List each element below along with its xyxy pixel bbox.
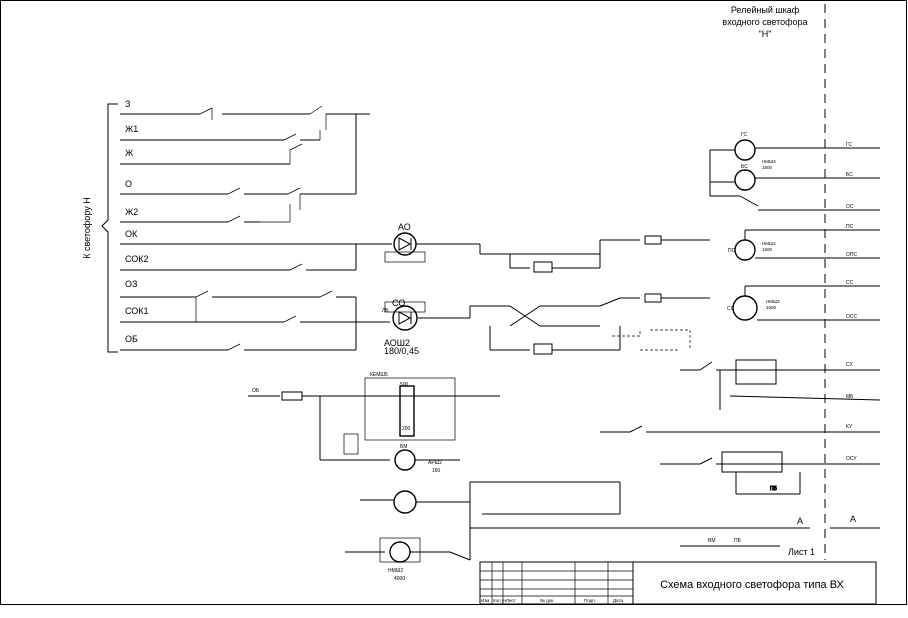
- pe-label: ПБ: [734, 538, 742, 544]
- lamp-ss: [732, 295, 758, 321]
- rbus-su: СУ: [846, 362, 853, 368]
- svg-text:ЛБ: ЛБ: [382, 308, 389, 314]
- kemsh-block: ОБ КЕМШ5 500 200 БМ АРШ2 160: [248, 372, 500, 474]
- relay-label-pg: ПБ: [770, 486, 778, 492]
- rbus-bs: БС: [846, 172, 853, 178]
- rbus-a: А: [850, 514, 856, 524]
- tb-col-data: Дата: [613, 598, 623, 603]
- sheet-label: Лист 1: [788, 547, 815, 557]
- lamp-gs: [734, 139, 756, 161]
- bus-label-o: О: [125, 179, 132, 189]
- rbus-ku: КУ: [846, 424, 853, 430]
- aosh-label: АОШ2: [384, 338, 410, 348]
- cabinet-caption: Релейный шкаф входного светофора "Н": [722, 5, 807, 39]
- ao-device: АО: [384, 222, 480, 263]
- svg-text:1600: 1600: [762, 247, 773, 252]
- nmsh2-relay: НМШ2 4000: [345, 537, 471, 582]
- side-label: К светофору Н: [82, 197, 92, 258]
- tb-col-koluch: Кол.уч: [493, 598, 507, 603]
- kemsh-val-label: 500: [400, 382, 409, 388]
- rbus-ops: ОПС: [846, 252, 857, 258]
- cabinet-caption-line-2: входного светофора: [722, 17, 807, 27]
- left-collectors: [300, 114, 357, 350]
- lamp-ps: [734, 239, 756, 261]
- tb-col-list: Лист: [506, 598, 516, 603]
- co-device-label: СО: [392, 298, 405, 308]
- svg-text:НМШ3: НМШ3: [762, 159, 776, 164]
- node-a-label: А: [797, 516, 803, 526]
- rbus-os: ОС: [846, 204, 854, 210]
- dashed-wire-mid: [612, 329, 691, 351]
- tb-col-doc: № док.: [540, 598, 554, 603]
- aosh-sub: 180/0,45: [384, 346, 419, 356]
- rbus-oss: ОСС: [846, 314, 858, 320]
- bus-label-oz: ОЗ: [125, 279, 137, 289]
- bus-label-ob: ОБ: [125, 334, 138, 344]
- sheet-border: [0, 0, 907, 605]
- crossover-branch: [469, 293, 710, 355]
- bus-label-zh1: Ж1: [125, 124, 138, 134]
- bus-label-zh: Ж: [125, 148, 134, 158]
- arsh-label: АРШ2: [428, 460, 442, 466]
- tb-col-izm: Изм: [481, 598, 489, 603]
- svg-text:НМШ3: НМШ3: [766, 299, 780, 304]
- tb-col-podp: Подп.: [584, 598, 596, 603]
- rbus-gs: ГС: [846, 142, 852, 148]
- rbus-osu: ОСУ: [846, 456, 857, 462]
- rbus-ps: ПС: [846, 224, 854, 230]
- lamp-bs: [734, 169, 756, 191]
- bus-label-ok: ОК: [125, 229, 138, 239]
- svg-text:1600: 1600: [766, 305, 777, 310]
- lamp-bs-label: БС: [741, 164, 748, 170]
- ok-branch: [479, 235, 710, 273]
- left-contacts: [195, 105, 333, 351]
- left-brace: К светофору Н: [82, 103, 118, 353]
- bus-label-zh2: Ж2: [125, 207, 138, 217]
- left-buses: З Ж1 Ж О Ж2 ОК СОК2 ОЗ СОК1 ОБ: [120, 99, 392, 351]
- svg-text:1600: 1600: [762, 165, 773, 170]
- bm-label: БМ: [400, 444, 407, 450]
- lamp-gs-label: ГС: [741, 132, 747, 138]
- kemsh-val2-label: 200: [402, 426, 411, 432]
- vm-label: ВМ: [708, 538, 716, 544]
- cabinet-caption-line-3: "Н": [759, 29, 772, 39]
- bus-label-sok2: СОК2: [125, 254, 149, 264]
- co-device: СО ЛБ АОШ2 180/0,45: [382, 298, 470, 356]
- lamp-ps-label: ПС: [728, 248, 736, 254]
- ao-device-label: АО: [398, 222, 411, 232]
- arsh-sub-label: 160: [432, 468, 441, 474]
- right-lamp-wiring: [709, 147, 880, 321]
- title-block: Изм Кол.уч Лист № док. Подп. Дата Схема …: [479, 561, 877, 605]
- kemsh-label: КЕМШ5: [370, 372, 388, 378]
- lamp-ss-label: СС: [727, 306, 735, 312]
- svg-text:НМШ3: НМШ3: [762, 241, 776, 246]
- bus-label-z: З: [125, 99, 130, 109]
- nmsh2-sub-label: 4000: [394, 576, 405, 582]
- nmsh2-label: НМШ2: [388, 568, 403, 574]
- bus-label-sok1: СОК1: [125, 306, 149, 316]
- cabinet-caption-line-1: Релейный шкаф: [731, 5, 800, 15]
- rbus-ss: СС: [846, 280, 854, 286]
- motor-block: ВМ ПБ А: [360, 481, 880, 560]
- title-block-title: Схема входного светофора типа ВХ: [660, 579, 844, 591]
- right-bus-labels: ГС БС ОС ПС ОПС СС ОСС СУ МБ КУ ОСУ А: [846, 142, 858, 524]
- rbus-mb: МБ: [846, 394, 854, 400]
- right-relay-block: ПБ: [600, 359, 881, 495]
- ob-terminal-label: ОБ: [252, 388, 260, 394]
